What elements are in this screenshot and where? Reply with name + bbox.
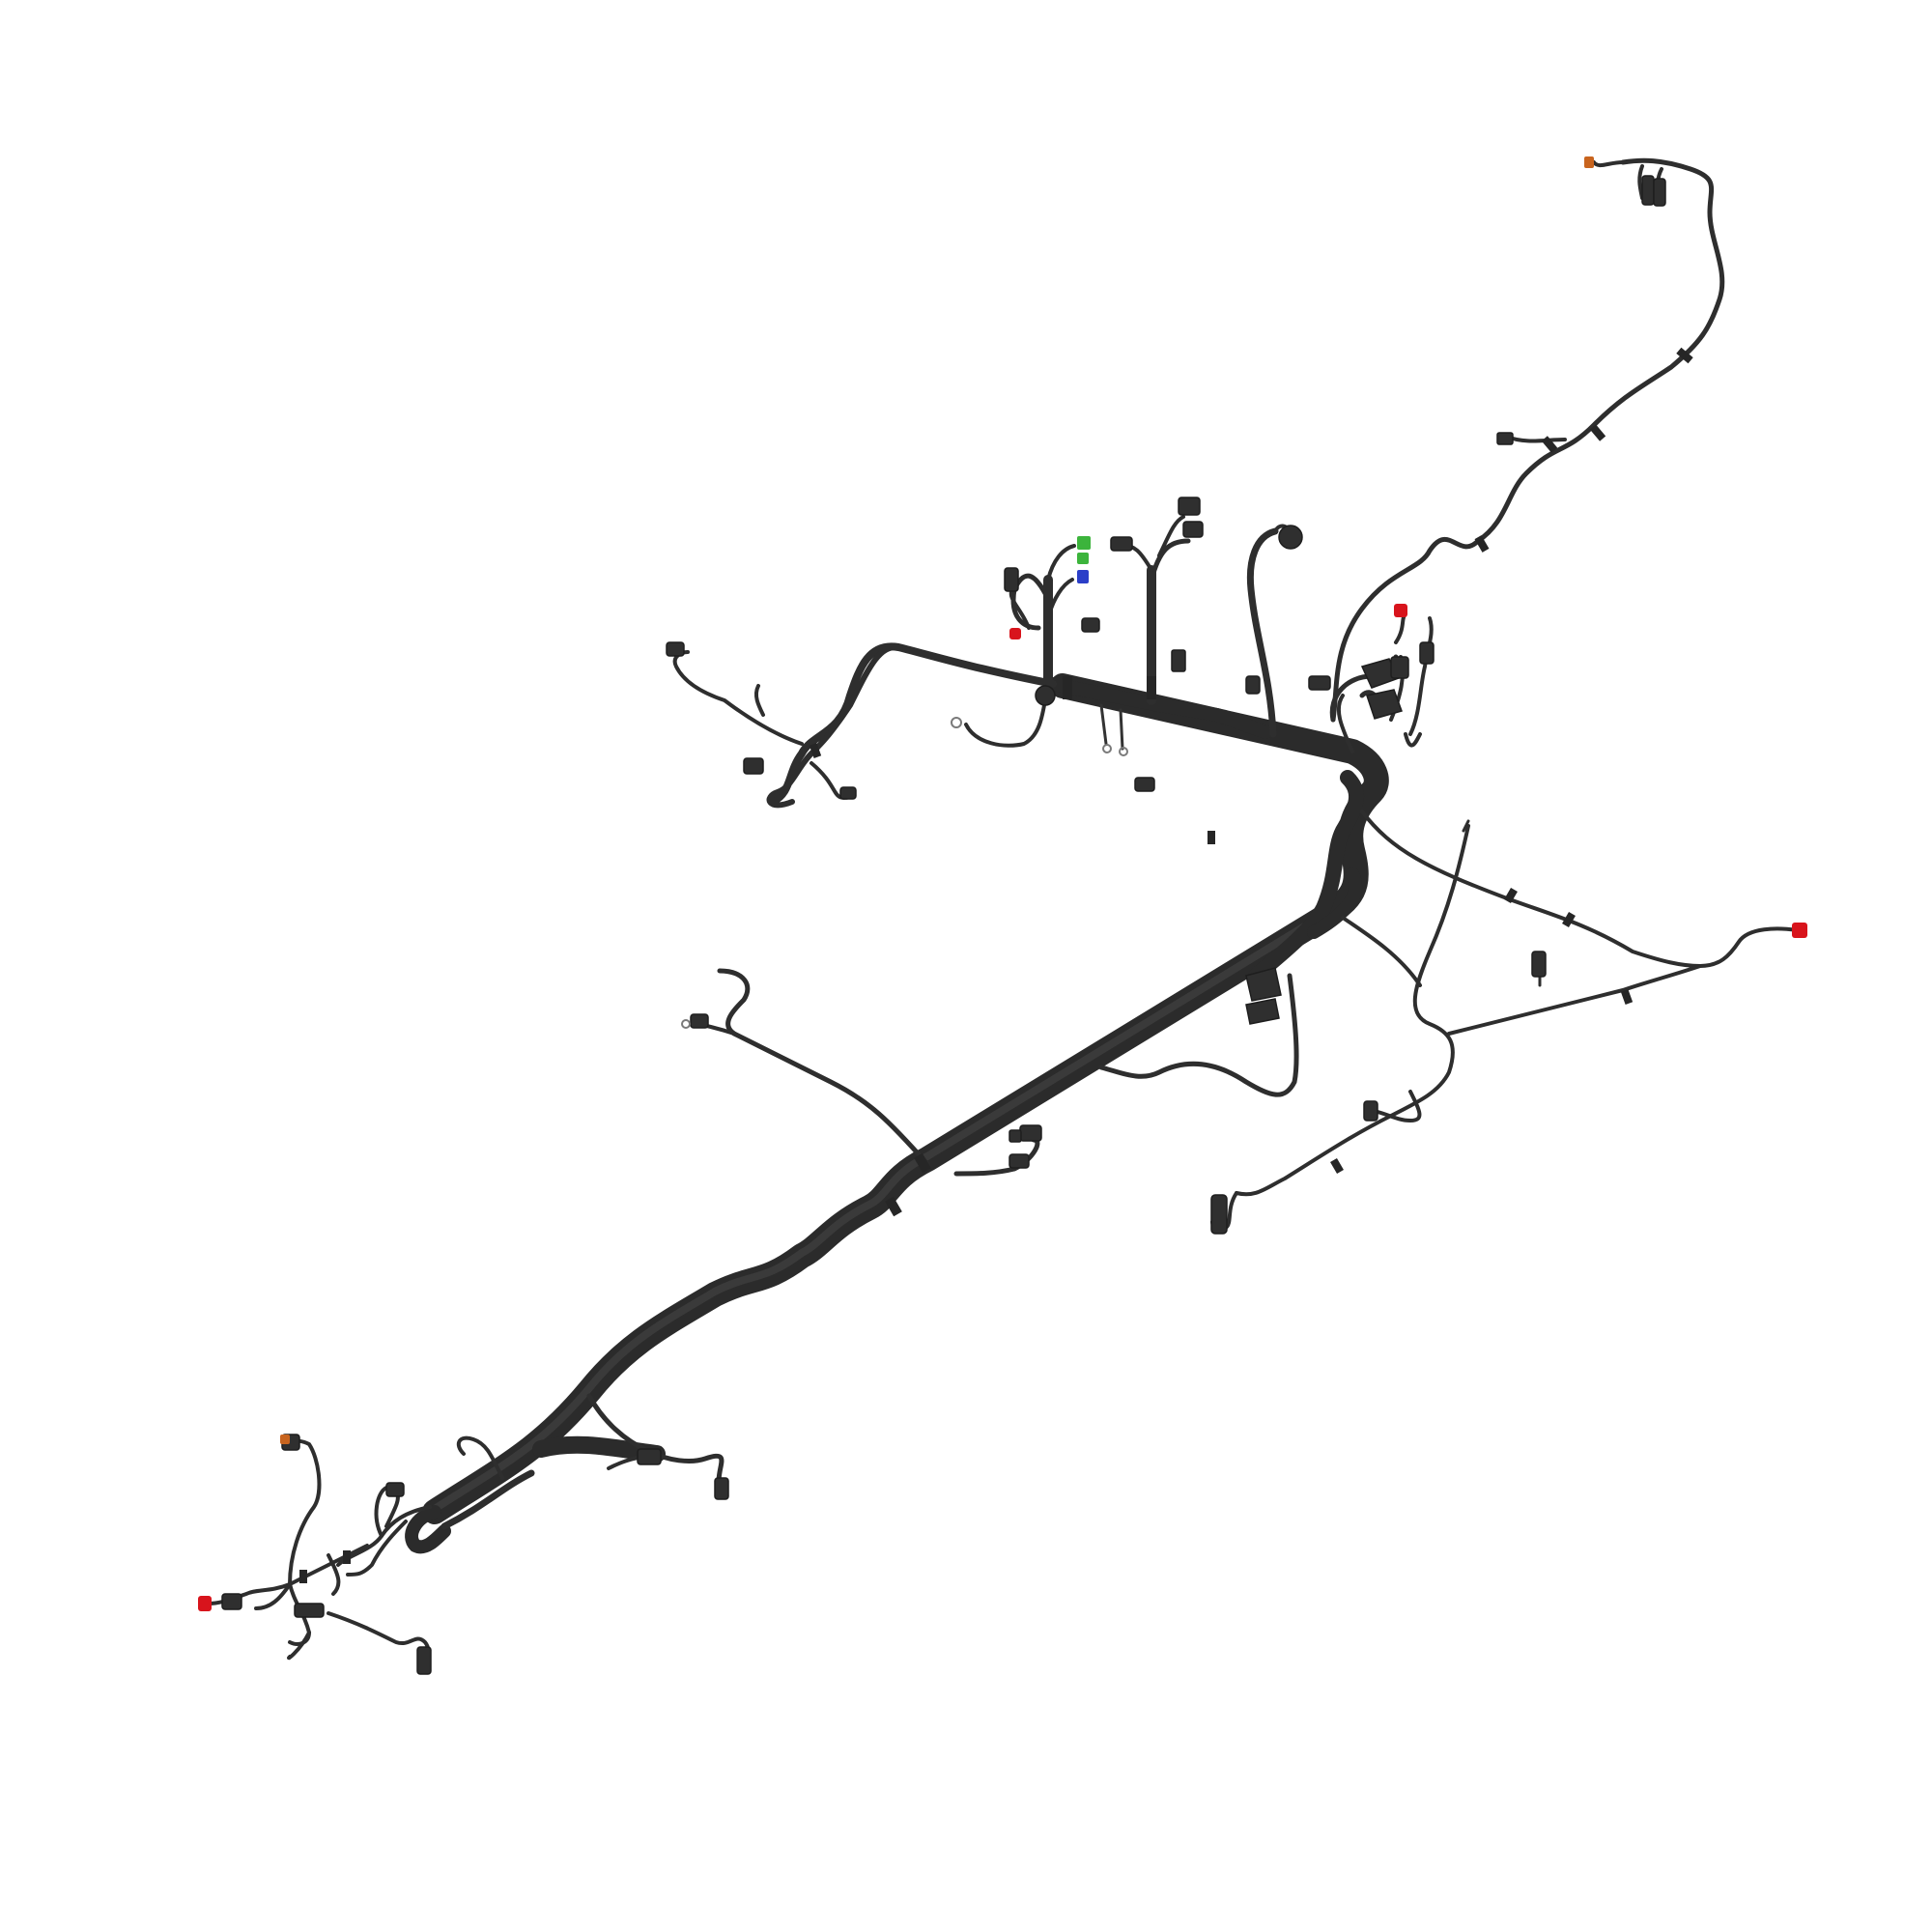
- connector-dark: [743, 757, 764, 775]
- clip: [1620, 989, 1634, 1005]
- connector-dark: [221, 1593, 242, 1610]
- connector-elbow: [1245, 998, 1280, 1025]
- connector-dark: [1641, 175, 1655, 206]
- connector-blue: [1077, 570, 1089, 583]
- clip: [1063, 676, 1072, 699]
- clip: [1562, 911, 1576, 928]
- ring-terminals: [681, 717, 1128, 1029]
- connector-dark: [1110, 536, 1133, 552]
- connector-red: [198, 1596, 212, 1611]
- connector-red: [1792, 923, 1807, 938]
- clip: [1208, 831, 1215, 844]
- connector-dark: [1390, 656, 1409, 679]
- connector-elbow: [1366, 689, 1403, 720]
- connector-dark: [1009, 1129, 1022, 1143]
- connector-dark: [1496, 432, 1514, 445]
- upper-crossbar: [769, 527, 1279, 806]
- clip: [299, 1570, 307, 1583]
- harness-clips: [299, 347, 1693, 1583]
- connector-dark: [1004, 567, 1019, 592]
- connector-round: [1278, 525, 1303, 550]
- connector-dark: [1531, 951, 1547, 978]
- connector-red: [1009, 628, 1021, 639]
- ring-terminal: [1119, 747, 1128, 756]
- green-connectors: [1077, 536, 1091, 564]
- connector-dark: [1363, 1100, 1378, 1122]
- connector-dark: [1308, 675, 1331, 691]
- connector-dark: [385, 1482, 405, 1497]
- connector-dark: [839, 786, 857, 800]
- ring-terminal: [1102, 744, 1112, 753]
- connector-dark: [1081, 617, 1100, 633]
- connector-dark: [294, 1603, 325, 1618]
- connector-dark: [1178, 497, 1201, 516]
- clip: [1330, 1157, 1344, 1175]
- connector-dark: [1419, 641, 1435, 665]
- connector-green: [1077, 553, 1089, 564]
- clip: [809, 743, 822, 758]
- connector-red: [1394, 604, 1407, 617]
- connector-dark: [1019, 1124, 1042, 1142]
- connector-dark: [1210, 1194, 1228, 1235]
- connector-dark: [416, 1646, 432, 1675]
- connector-elbow: [1245, 967, 1282, 1002]
- clip: [343, 1550, 351, 1564]
- red-connectors: [198, 604, 1807, 1611]
- connector-round: [1035, 685, 1056, 706]
- connector-orange: [1584, 156, 1594, 168]
- ring-terminal: [681, 1019, 691, 1029]
- connector-dark: [637, 1448, 662, 1465]
- connector-dark: [1182, 521, 1204, 538]
- connector-dark: [1009, 1153, 1030, 1169]
- clip: [1474, 535, 1490, 553]
- clip: [1676, 347, 1693, 364]
- connector-dark: [1653, 178, 1666, 207]
- main-trunk: [422, 673, 1389, 1524]
- clip: [1541, 436, 1558, 453]
- mid-branches: [694, 968, 1299, 1177]
- top-right-run: [1330, 157, 1725, 723]
- connector-dark: [666, 641, 685, 657]
- orange-connectors: [280, 156, 1594, 1444]
- ring-terminal: [951, 717, 962, 728]
- clip: [885, 1196, 902, 1217]
- clip: [1504, 887, 1518, 904]
- right-branches: [1210, 810, 1799, 1232]
- clip: [1589, 424, 1606, 441]
- connector-dark: [690, 1013, 709, 1029]
- clip: [914, 1152, 931, 1174]
- blue-connectors: [1077, 570, 1089, 583]
- connector-orange: [280, 1435, 290, 1444]
- connector-dark: [714, 1477, 729, 1500]
- clip: [1147, 676, 1156, 699]
- connector-dark: [1171, 649, 1186, 672]
- connector-dark: [1245, 675, 1261, 695]
- dark-connectors: [221, 175, 1666, 1675]
- connector-green: [1077, 536, 1091, 550]
- connector-dark: [1134, 777, 1155, 792]
